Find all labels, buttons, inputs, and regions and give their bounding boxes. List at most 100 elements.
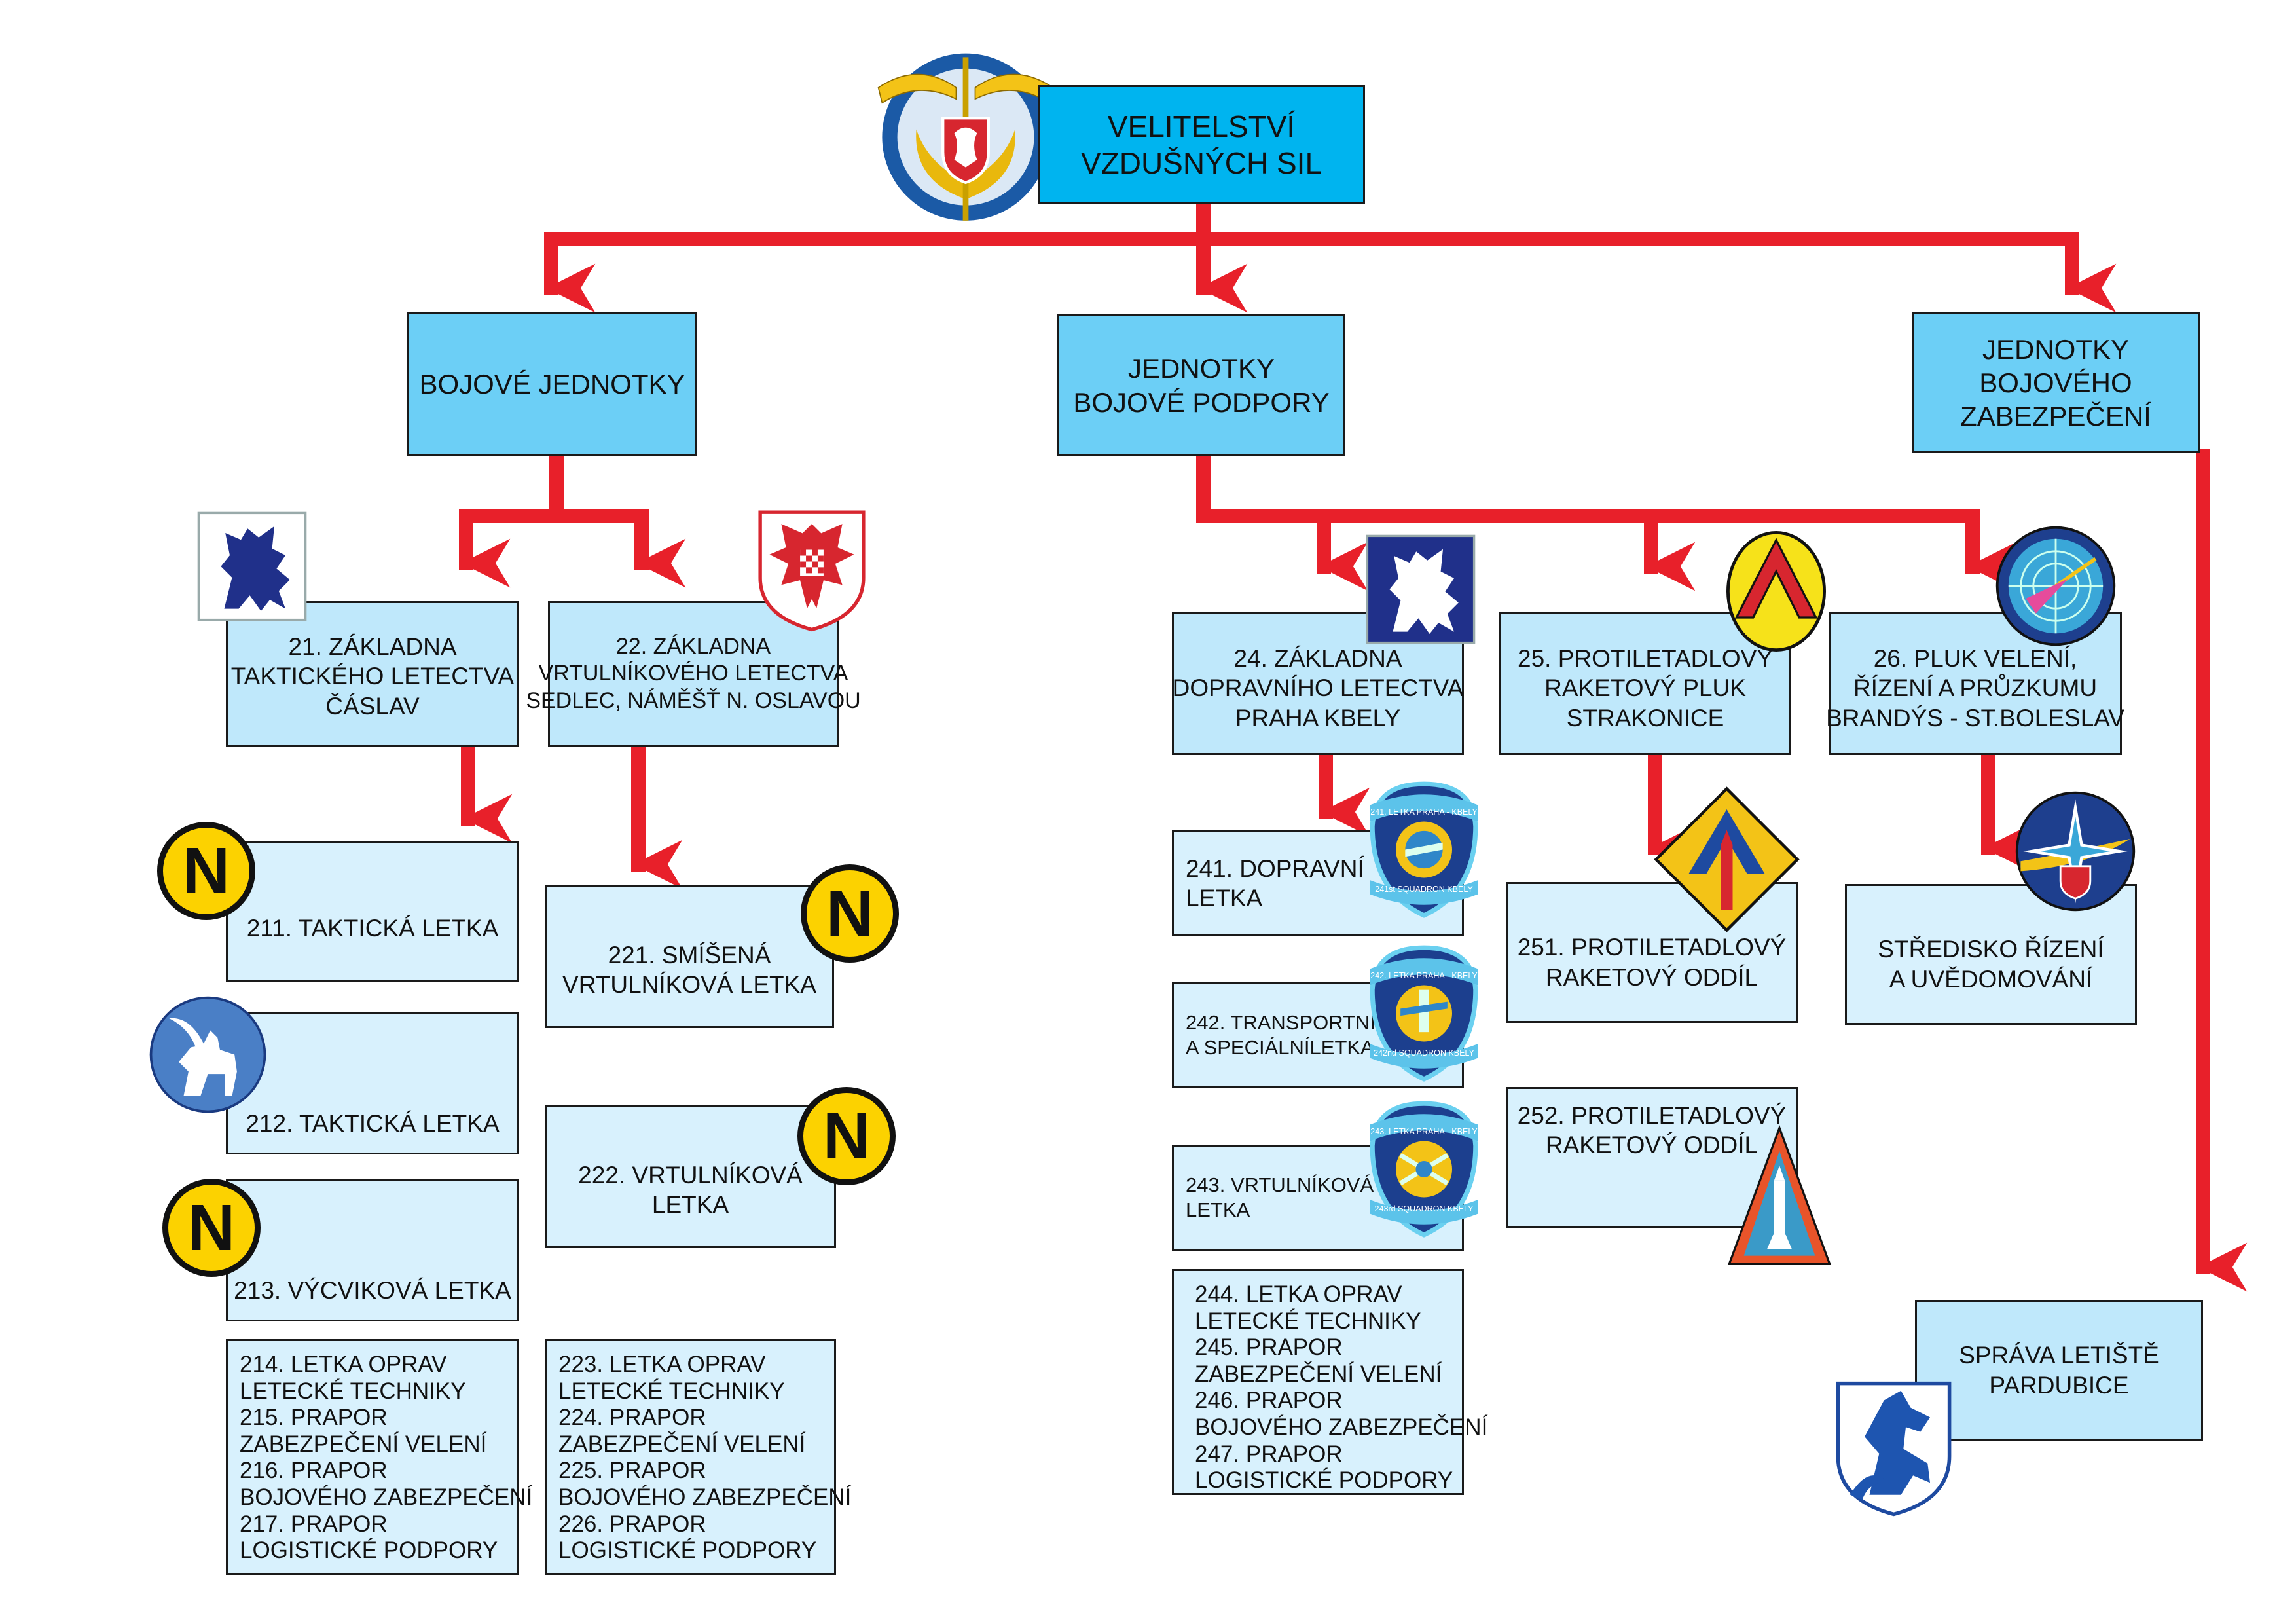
squadron-211-label: 211. TAKTICKÁ LETKA xyxy=(246,914,499,942)
lion-emblem-icon xyxy=(196,511,308,622)
base-22-line-3: SEDLEC, NÁMĚŠŤ N. OSLAVOU xyxy=(526,688,861,713)
air-force-command-box: VELITELSTVÍ VZDUŠNÝCH SIL xyxy=(1038,85,1365,204)
squadron-222-line-1: 222. VRTULNÍKOVÁ xyxy=(578,1161,803,1189)
list-item: 223. LETKA OPRAV xyxy=(558,1352,766,1377)
patch-bottom-text: 241st SQUADRON KBELY xyxy=(1375,885,1473,894)
base-21-line-1: 21. ZÁKLADNA xyxy=(288,633,457,661)
eagle-emblem-icon xyxy=(753,507,871,632)
pardubice-line-1: SPRÁVA LETIŠTĚ xyxy=(1959,1342,2159,1369)
airport-pardubice-box: SPRÁVA LETIŠTĚ PARDUBICE xyxy=(1915,1300,2203,1441)
list-item: 225. PRAPOR xyxy=(558,1458,706,1484)
squadron-213-label: 213. VÝCVIKOVÁ LETKA xyxy=(234,1276,511,1304)
base-26-line-3: BRANDÝS - ST.BOLESLAV xyxy=(1826,704,2124,731)
combat-service-label-line-3: ZABEZPEČENÍ xyxy=(1960,401,2151,432)
list-item: LOGISTICKÉ PODPORY xyxy=(1195,1467,1453,1494)
lion-emblem-icon xyxy=(1365,534,1476,645)
patch-top-text: 243. LETKA PRAHA - KBELY xyxy=(1370,1127,1478,1136)
battalion-251-line-2: RAKETOVÝ ODDÍL xyxy=(1545,963,1758,991)
radar-emblem-icon xyxy=(1994,524,2118,648)
combat-support-label-line-2: BOJOVÉ PODPORY xyxy=(1073,386,1330,418)
horse-emblem-icon xyxy=(1833,1378,1954,1519)
nato-badge-icon: N xyxy=(157,822,255,920)
nato-badge-icon: N xyxy=(801,864,899,963)
list-item: 217. PRAPOR xyxy=(240,1511,388,1537)
squadron-221-box: 221. SMÍŠENÁ VRTULNÍKOVÁ LETKA xyxy=(545,885,834,1028)
command-title-line-2: VZDUŠNÝCH SIL xyxy=(1080,146,1322,180)
base-22-line-2: VRTULNÍKOVÉHO LETECTVA xyxy=(538,661,848,686)
compass-emblem-icon xyxy=(2013,789,2138,913)
list-item: 216. PRAPOR xyxy=(240,1458,388,1484)
list-item: LETECKÉ TECHNIKY xyxy=(240,1378,466,1404)
squadron-211-box: 211. TAKTICKÁ LETKA xyxy=(226,841,519,982)
patch-bottom-text: 242nd SQUADRON KBELY xyxy=(1374,1048,1474,1058)
base-25-line-3: STRAKONICE xyxy=(1566,704,1724,731)
missile-battalion-252-box: 252. PROTILETADLOVÝ RAKETOVÝ ODDÍL xyxy=(1506,1087,1798,1228)
base-21-line-3: ČÁSLAV xyxy=(325,692,420,720)
combat-units-label: BOJOVÉ JEDNOTKY xyxy=(419,369,685,400)
base-24-support-list: 244. LETKA OPRAV LETECKÉ TECHNIKY 245. P… xyxy=(1172,1269,1488,1495)
base-25-line-2: RAKETOVÝ PLUK xyxy=(1544,674,1746,702)
list-item: BOJOVÉHO ZABEZPEČENÍ xyxy=(1195,1414,1488,1440)
squadron-212-label: 212. TAKTICKÁ LETKA xyxy=(246,1109,500,1137)
list-item: 214. LETKA OPRAV xyxy=(240,1352,447,1377)
list-item: 245. PRAPOR xyxy=(1195,1335,1343,1361)
base-25-box: 25. PROTILETADLOVÝ RAKETOVÝ PLUK STRAKON… xyxy=(1499,612,1791,755)
base-21-box: 21. ZÁKLADNA TAKTICKÉHO LETECTVA ČÁSLAV xyxy=(226,601,519,747)
base-21-line-2: TAKTICKÉHO LETECTVA xyxy=(230,663,515,690)
battalion-252-line-1: 252. PROTILETADLOVÝ xyxy=(1517,1102,1787,1129)
rocket-emblem-icon xyxy=(1653,786,1800,933)
base-24-line-2: DOPRAVNÍHO LETECTVA xyxy=(1172,674,1464,702)
combat-support-label-line-1: JEDNOTKY xyxy=(1127,353,1275,384)
list-item: ZABEZPEČENÍ VELENÍ xyxy=(558,1431,806,1457)
list-item: 247. PRAPOR xyxy=(1195,1441,1343,1467)
squadron-222-box: 222. VRTULNÍKOVÁ LETKA xyxy=(545,1105,836,1248)
control-center-line-1: STŘEDISKO ŘÍZENÍ xyxy=(1878,936,2104,963)
squadron-243-box: 243. VRTULNÍKOVÁ LETKA xyxy=(1172,1145,1464,1251)
pegasus-emblem-icon xyxy=(147,994,268,1115)
squadron-patch-icon: 241. LETKA PRAHA - KBELY 241st SQUADRON … xyxy=(1365,779,1483,920)
squadron-patch-icon: 243. LETKA PRAHA - KBELY 243rd SQUADRON … xyxy=(1365,1099,1483,1240)
nato-badge-icon: N xyxy=(162,1179,261,1277)
squadron-patch-icon: 242. LETKA PRAHA - KBELY 242nd SQUADRON … xyxy=(1365,943,1483,1084)
combat-units-box: BOJOVÉ JEDNOTKY xyxy=(407,312,697,456)
squadron-242-line-1: 242. TRANSPORTNÍ xyxy=(1186,1011,1376,1035)
squadron-241-line-2: LETKA xyxy=(1186,885,1263,912)
patch-top-text: 241. LETKA PRAHA - KBELY xyxy=(1370,807,1478,817)
squadron-242-line-2: A SPECIÁLNÍLETKA xyxy=(1186,1036,1374,1059)
base-24-line-3: PRAHA KBELY xyxy=(1235,704,1401,731)
combat-service-units-box: JEDNOTKY BOJOVÉHO ZABEZPEČENÍ xyxy=(1912,312,2200,453)
list-item: 224. PRAPOR xyxy=(558,1405,706,1431)
squadron-241-line-1: 241. DOPRAVNÍ xyxy=(1186,855,1364,882)
base-24-line-1: 24. ZÁKLADNA xyxy=(1233,645,1402,673)
missile-triangle-icon xyxy=(1727,1125,1832,1269)
squadron-212-box: 212. TAKTICKÁ LETKA xyxy=(226,1012,519,1154)
missile-battalion-251-box: 251. PROTILETADLOVÝ RAKETOVÝ ODDÍL xyxy=(1506,882,1798,1023)
squadron-222-line-2: LETKA xyxy=(651,1191,729,1218)
squadron-221-line-1: 221. SMÍŠENÁ xyxy=(608,941,771,969)
base-26-box: 26. PLUK VELENÍ, ŘÍZENÍ A PRŮZKUMU BRAND… xyxy=(1826,612,2124,755)
base-22-line-1: 22. ZÁKLADNA xyxy=(615,633,771,659)
base-22-support-list: 223. LETKA OPRAV LETECKÉ TECHNIKY 224. P… xyxy=(545,1339,852,1575)
combat-support-units-box: JEDNOTKY BOJOVÉ PODPORY xyxy=(1057,314,1345,456)
squadron-221-line-2: VRTULNÍKOVÁ LETKA xyxy=(562,971,816,998)
squadron-213-box: 213. VÝCVIKOVÁ LETKA xyxy=(226,1179,519,1321)
list-item: 226. PRAPOR xyxy=(558,1511,706,1537)
list-item: BOJOVÉHO ZABEZPEČENÍ xyxy=(558,1484,852,1510)
patch-top-text: 242. LETKA PRAHA - KBELY xyxy=(1370,971,1478,980)
chevron-emblem-icon xyxy=(1724,529,1829,654)
base-26-line-2: ŘÍZENÍ A PRŮZKUMU xyxy=(1853,674,2098,702)
combat-service-label-line-2: BOJOVÉHO xyxy=(1979,367,2132,398)
patch-bottom-text: 243rd SQUADRON KBELY xyxy=(1375,1204,1474,1213)
list-item: ZABEZPEČENÍ VELENÍ xyxy=(240,1431,487,1457)
base-21-support-list: 214. LETKA OPRAV LETECKÉ TECHNIKY 215. P… xyxy=(226,1339,532,1575)
list-item: 215. PRAPOR xyxy=(240,1405,388,1431)
base-26-line-1: 26. PLUK VELENÍ, xyxy=(1873,645,2077,673)
list-item: LOGISTICKÉ PODPORY xyxy=(558,1538,817,1564)
list-item: LOGISTICKÉ PODPORY xyxy=(240,1538,498,1564)
list-item: 244. LETKA OPRAV xyxy=(1195,1282,1402,1307)
base-22-box: 22. ZÁKLADNA VRTULNÍKOVÉHO LETECTVA SEDL… xyxy=(526,601,861,747)
combat-service-label-line-1: JEDNOTKY xyxy=(1982,333,2130,365)
base-25-line-1: 25. PROTILETADLOVÝ xyxy=(1518,645,1773,673)
battalion-252-line-2: RAKETOVÝ ODDÍL xyxy=(1545,1132,1758,1159)
list-item: LETECKÉ TECHNIKY xyxy=(558,1378,785,1404)
